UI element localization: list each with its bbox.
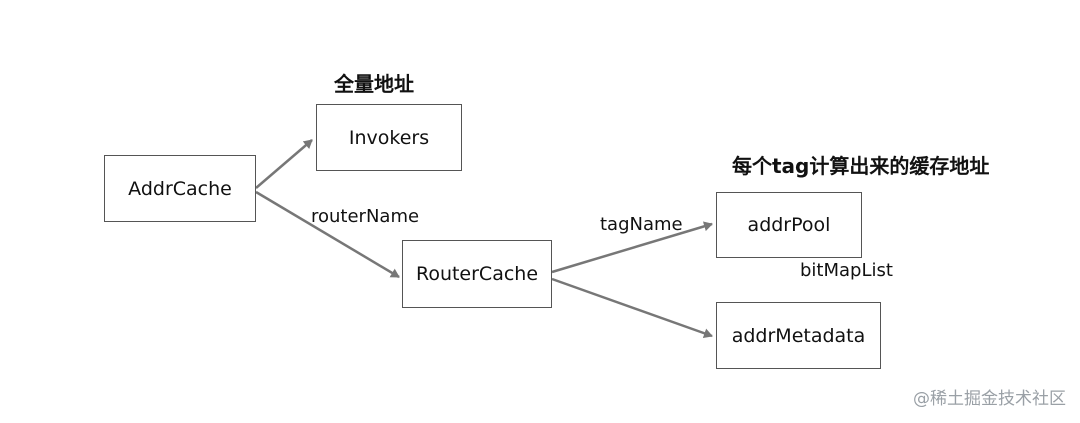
edge-routercache-addrmetadata [551, 277, 713, 339]
edge-label-router-name: routerName [311, 206, 420, 227]
watermark: @稀土掘金技术社区 [913, 389, 1066, 409]
node-addr-metadata-label: addrMetadata [731, 324, 866, 347]
node-addr-cache-label: AddrCache [128, 177, 232, 200]
node-addr-metadata: addrMetadata [716, 302, 881, 369]
edge-addrcache-invokers [255, 139, 313, 189]
node-addr-pool-label: addrPool [747, 214, 831, 236]
edge-addrcache-routercache [255, 190, 400, 279]
node-router-cache-label: RouterCache [415, 263, 539, 285]
edge-label-tag-name: tagName [600, 214, 683, 235]
node-addr-cache: AddrCache [104, 155, 256, 222]
node-addr-pool: addrPool [716, 192, 862, 258]
heading-full-address: 全量地址 [334, 72, 414, 96]
edge-label-bitmap-list: bitMapList [800, 260, 893, 281]
node-router-cache: RouterCache [402, 240, 552, 308]
node-invokers: Invokers [316, 104, 462, 171]
node-invokers-label: Invokers [348, 126, 430, 149]
edge-routercache-addrpool [551, 221, 713, 274]
heading-per-tag-cache: 每个tag计算出来的缓存地址 [732, 154, 990, 178]
